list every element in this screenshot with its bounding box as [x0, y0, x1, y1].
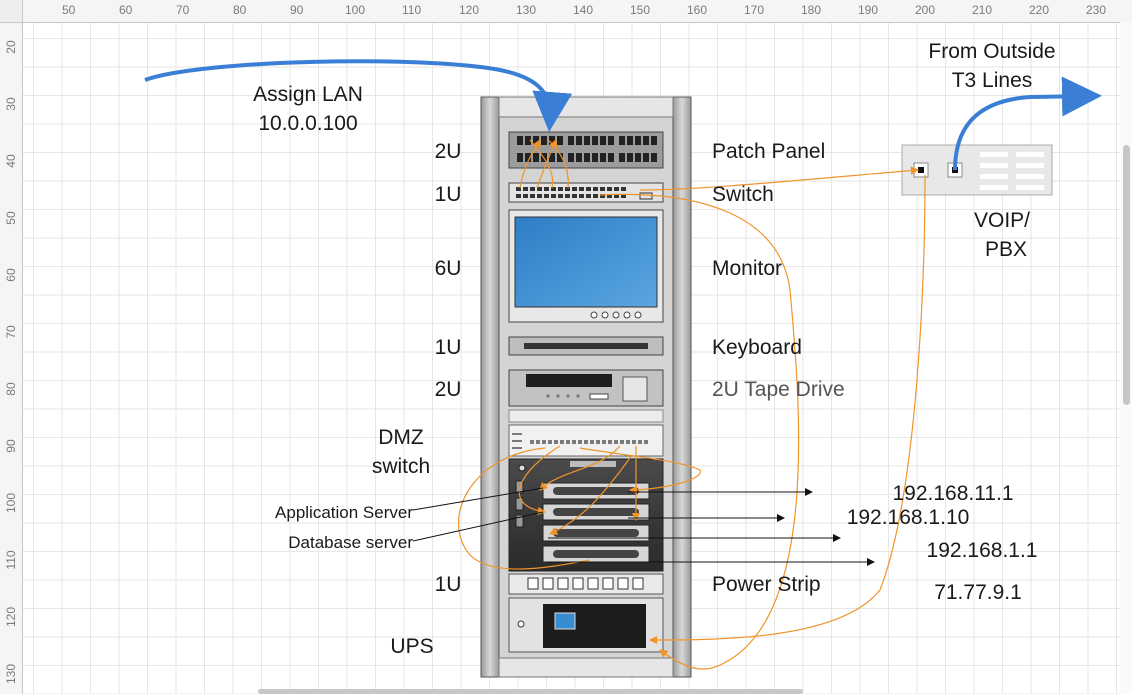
- vertical-scroll-thumb[interactable]: [1123, 145, 1130, 405]
- power-strip-outlets: [527, 577, 644, 590]
- horizontal-scroll-thumb[interactable]: [258, 689, 803, 694]
- ruler-corner: [0, 0, 23, 23]
- blank-panel-dots: [546, 394, 580, 398]
- voip-slots: [980, 152, 1044, 190]
- ip-label: 71.77.9.1: [934, 581, 1022, 604]
- ruler-tick-label: 190: [858, 3, 879, 17]
- ruler-tick-label: 230: [1086, 3, 1107, 17]
- switch-ports: [516, 187, 653, 200]
- dmz-switch-device[interactable]: [508, 424, 664, 457]
- t3-lines-label: T3 Lines: [952, 69, 1033, 92]
- ruler-tick-label: 180: [801, 3, 822, 17]
- rack-left-rail: [480, 96, 500, 678]
- assign-lan-label: Assign LAN: [253, 83, 363, 106]
- voip-label: VOIP/: [974, 209, 1030, 232]
- server-blades: [542, 482, 650, 563]
- ruler-tick-label: 60: [119, 3, 133, 17]
- ip-label: 192.168.1.10: [847, 506, 970, 529]
- ip-arrows: [412, 487, 875, 566]
- rack-top: [498, 96, 674, 118]
- ruler-tick-label: 210: [972, 3, 993, 17]
- monitor-label: Monitor: [712, 257, 782, 280]
- ip-label: 192.168.11.1: [892, 482, 1013, 505]
- power-strip-label: Power Strip: [712, 573, 821, 596]
- dmz-label: DMZ: [378, 426, 424, 449]
- dmz-switch-ports: [512, 433, 648, 449]
- keyboard-slot: [524, 343, 648, 349]
- horizontal-ruler: 50 60 70 80 90 100 110 120 130 140 150 1…: [0, 0, 1132, 23]
- monitor-device[interactable]: [508, 209, 664, 323]
- tape-drive-slot: [526, 374, 612, 387]
- ruler-tick-label: 170: [744, 3, 765, 17]
- ruler-tick-label: 100: [345, 3, 366, 17]
- ups-device[interactable]: [508, 597, 664, 653]
- switch-unit: 1U: [435, 183, 462, 206]
- ruler-tick-label: 140: [573, 3, 594, 17]
- ruler-tick-label: 120: [459, 3, 480, 17]
- patch-panel-unit: 2U: [435, 140, 462, 163]
- ruler-tick-label: 50: [62, 3, 76, 17]
- keyboard-label: Keyboard: [712, 336, 802, 359]
- ups-display: [554, 612, 576, 630]
- ups-label: UPS: [390, 635, 433, 658]
- tape-drive-unit: 2U: [435, 378, 462, 401]
- switch-device[interactable]: [508, 182, 664, 203]
- blank-panel: [508, 409, 664, 423]
- keyboard-device[interactable]: [508, 336, 664, 356]
- pbx-label: PBX: [985, 238, 1027, 261]
- database-server-label: Database server: [288, 533, 413, 552]
- rack-bottom: [498, 657, 674, 678]
- monitor-screen: [514, 216, 658, 308]
- ruler-tick-label: 90: [290, 3, 304, 17]
- rack-right-rail: [672, 96, 692, 678]
- tape-drive-panel: [622, 376, 648, 402]
- ruler-tick-label: 130: [516, 3, 537, 17]
- patch-cables[interactable]: [458, 138, 926, 670]
- patch-panel-label: Patch Panel: [712, 140, 825, 163]
- tape-drive-device[interactable]: [508, 369, 664, 407]
- dmz-switch-label: switch: [372, 455, 430, 478]
- application-server-label: Application Server: [275, 503, 413, 522]
- ip-label: 192.168.1.1: [927, 539, 1038, 562]
- ruler-tick-label: 70: [176, 3, 190, 17]
- ruler-tick-label: 110: [402, 3, 422, 17]
- switch-label: Switch: [712, 183, 774, 206]
- assign-lan-address: 10.0.0.100: [258, 112, 357, 135]
- power-strip-unit: 1U: [435, 573, 462, 596]
- vertical-ruler: 20 30 40 50 60 70 80 90 100 110 120 130: [0, 22, 23, 694]
- patch-panel-device[interactable]: [508, 131, 664, 169]
- ruler-tick-label: 150: [630, 3, 651, 17]
- outside-t3-connector[interactable]: [953, 76, 1102, 171]
- ruler-tick-label: 220: [1029, 3, 1050, 17]
- assign-lan-connector[interactable]: [144, 59, 573, 132]
- monitor-buttons: [590, 311, 642, 319]
- tape-drive-label: 2U Tape Drive: [712, 378, 845, 401]
- ruler-tick-label: 160: [687, 3, 708, 17]
- ruler-tick-label: 80: [233, 3, 247, 17]
- from-outside-label: From Outside: [928, 40, 1055, 63]
- keyboard-unit: 1U: [435, 336, 462, 359]
- tape-drive-button: [589, 393, 609, 400]
- power-strip-device[interactable]: [508, 573, 664, 595]
- server-enclosure[interactable]: [508, 458, 664, 572]
- ruler-tick-label: 200: [915, 3, 936, 17]
- monitor-unit: 6U: [435, 257, 462, 280]
